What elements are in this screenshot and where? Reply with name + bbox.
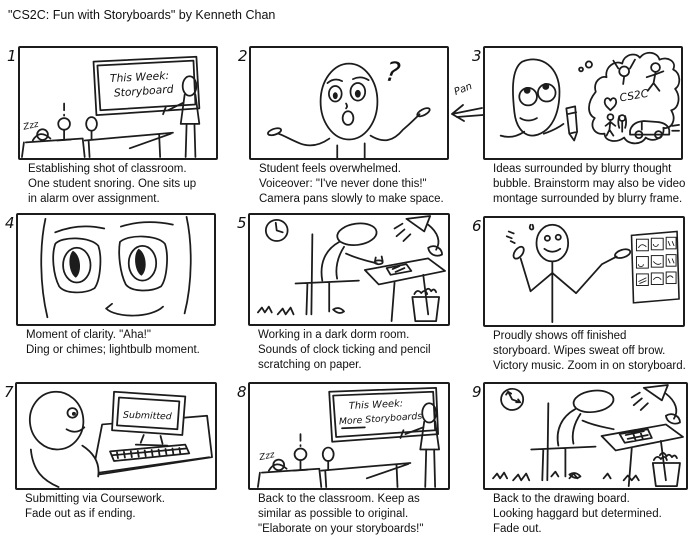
proud-student-drawing — [505, 223, 632, 323]
panel-7-art: Submitted — [28, 390, 213, 488]
storyboard-panel-1: 1 This Week: Storyboard — [7, 46, 218, 205]
panel-8-caption: Back to the classroom. Keep as similar a… — [258, 493, 424, 535]
storyboard-panel-7: 7 Submitted Submitt — [4, 382, 217, 520]
storyboard-panel-9: 9 — [472, 382, 688, 535]
panel-number: 2 — [238, 47, 248, 65]
panel-number: 3 — [472, 47, 482, 65]
thinking-student-drawing — [499, 58, 593, 142]
panel-8-art: This Week: More Storyboards — [257, 386, 440, 488]
svg-text:CS2C: CS2C — [618, 87, 649, 105]
panel-3-caption: Ideas surrounded by blurry thought bubbl… — [493, 163, 686, 205]
panel-9-art — [492, 384, 684, 487]
svg-text:?: ? — [383, 56, 402, 89]
panel-number: 1 — [7, 47, 17, 65]
svg-text:Submitted: Submitted — [123, 410, 172, 422]
panel-5-caption: Working in a dark dorm room. Sounds of c… — [258, 329, 431, 371]
pan-label: Pan — [452, 80, 474, 99]
drawing-board-scene — [492, 384, 684, 487]
storyboard-panel-6: 6 — [472, 216, 686, 372]
panel-number: 5 — [237, 214, 247, 232]
panel-7-caption: Submitting via Coursework. Fade out as i… — [25, 493, 165, 520]
dorm-room-drawing — [257, 215, 446, 322]
panel-4-art — [40, 216, 192, 319]
panel-number: 4 — [5, 214, 15, 232]
whiteboard-drawing — [328, 386, 439, 443]
svg-text:Storyboard: Storyboard — [113, 83, 174, 100]
panel-1-caption: Establishing shot of classroom. One stud… — [28, 163, 197, 205]
panel-9-caption: Back to the drawing board. Looking hagga… — [493, 493, 662, 535]
storyboard-panel-8: 8 This Week: More Storyboards — [237, 382, 450, 535]
panel-5-art — [257, 215, 446, 322]
panel-4-caption: Moment of clarity. "Aha!" Ding or chimes… — [26, 329, 200, 356]
panel-number: 6 — [472, 217, 482, 235]
teacher-drawing — [341, 402, 440, 488]
svg-text:Zzz: Zzz — [257, 450, 276, 463]
svg-text:More Storyboards: More Storyboards — [339, 411, 423, 427]
storyboard-panel-5: 5 — [237, 213, 450, 371]
pan-arrow-icon — [451, 104, 484, 122]
panel-2-caption: Student feels overwhelmed. Voiceover: "I… — [259, 163, 444, 205]
closeup-face-drawing — [40, 216, 192, 319]
storyboard-poster-drawing — [630, 230, 680, 304]
thought-bubble-drawing — [588, 51, 681, 145]
student-at-computer-drawing — [28, 390, 100, 488]
svg-text:This Week:: This Week: — [110, 69, 170, 85]
panel-number: 7 — [4, 383, 14, 401]
panel-1-art: This Week: Storyboard Zzz — [21, 55, 201, 158]
panel-number: 8 — [237, 383, 247, 401]
students-drawing — [257, 433, 412, 488]
computer-drawing — [85, 390, 213, 477]
panel-6-caption: Proudly shows off finished storyboard. W… — [493, 330, 686, 372]
pan-annotation: Pan — [449, 80, 485, 129]
panel-2-art: ? — [267, 56, 431, 158]
panel-3-art: CS2C — [499, 51, 681, 145]
overwhelmed-student-drawing — [267, 62, 431, 158]
panel-6-art — [505, 223, 680, 323]
storyboard-panel-4: 4 Moment of clarity. "Aha!" Ding or chim… — [5, 213, 216, 356]
storyboard-panel-2: 2 ? Student feels overwhelmed. Voice — [238, 46, 449, 205]
whiteboard-drawing — [92, 55, 201, 117]
teacher-drawing — [162, 75, 201, 158]
students-drawing — [21, 102, 174, 158]
svg-text:Zzz: Zzz — [21, 120, 39, 133]
storyboard-panel-3: 3 — [472, 46, 685, 205]
panel-number: 9 — [472, 383, 482, 401]
svg-text:This Week:: This Week: — [349, 398, 404, 412]
page-title: "CS2C: Fun with Storyboards" by Kenneth … — [8, 8, 276, 22]
